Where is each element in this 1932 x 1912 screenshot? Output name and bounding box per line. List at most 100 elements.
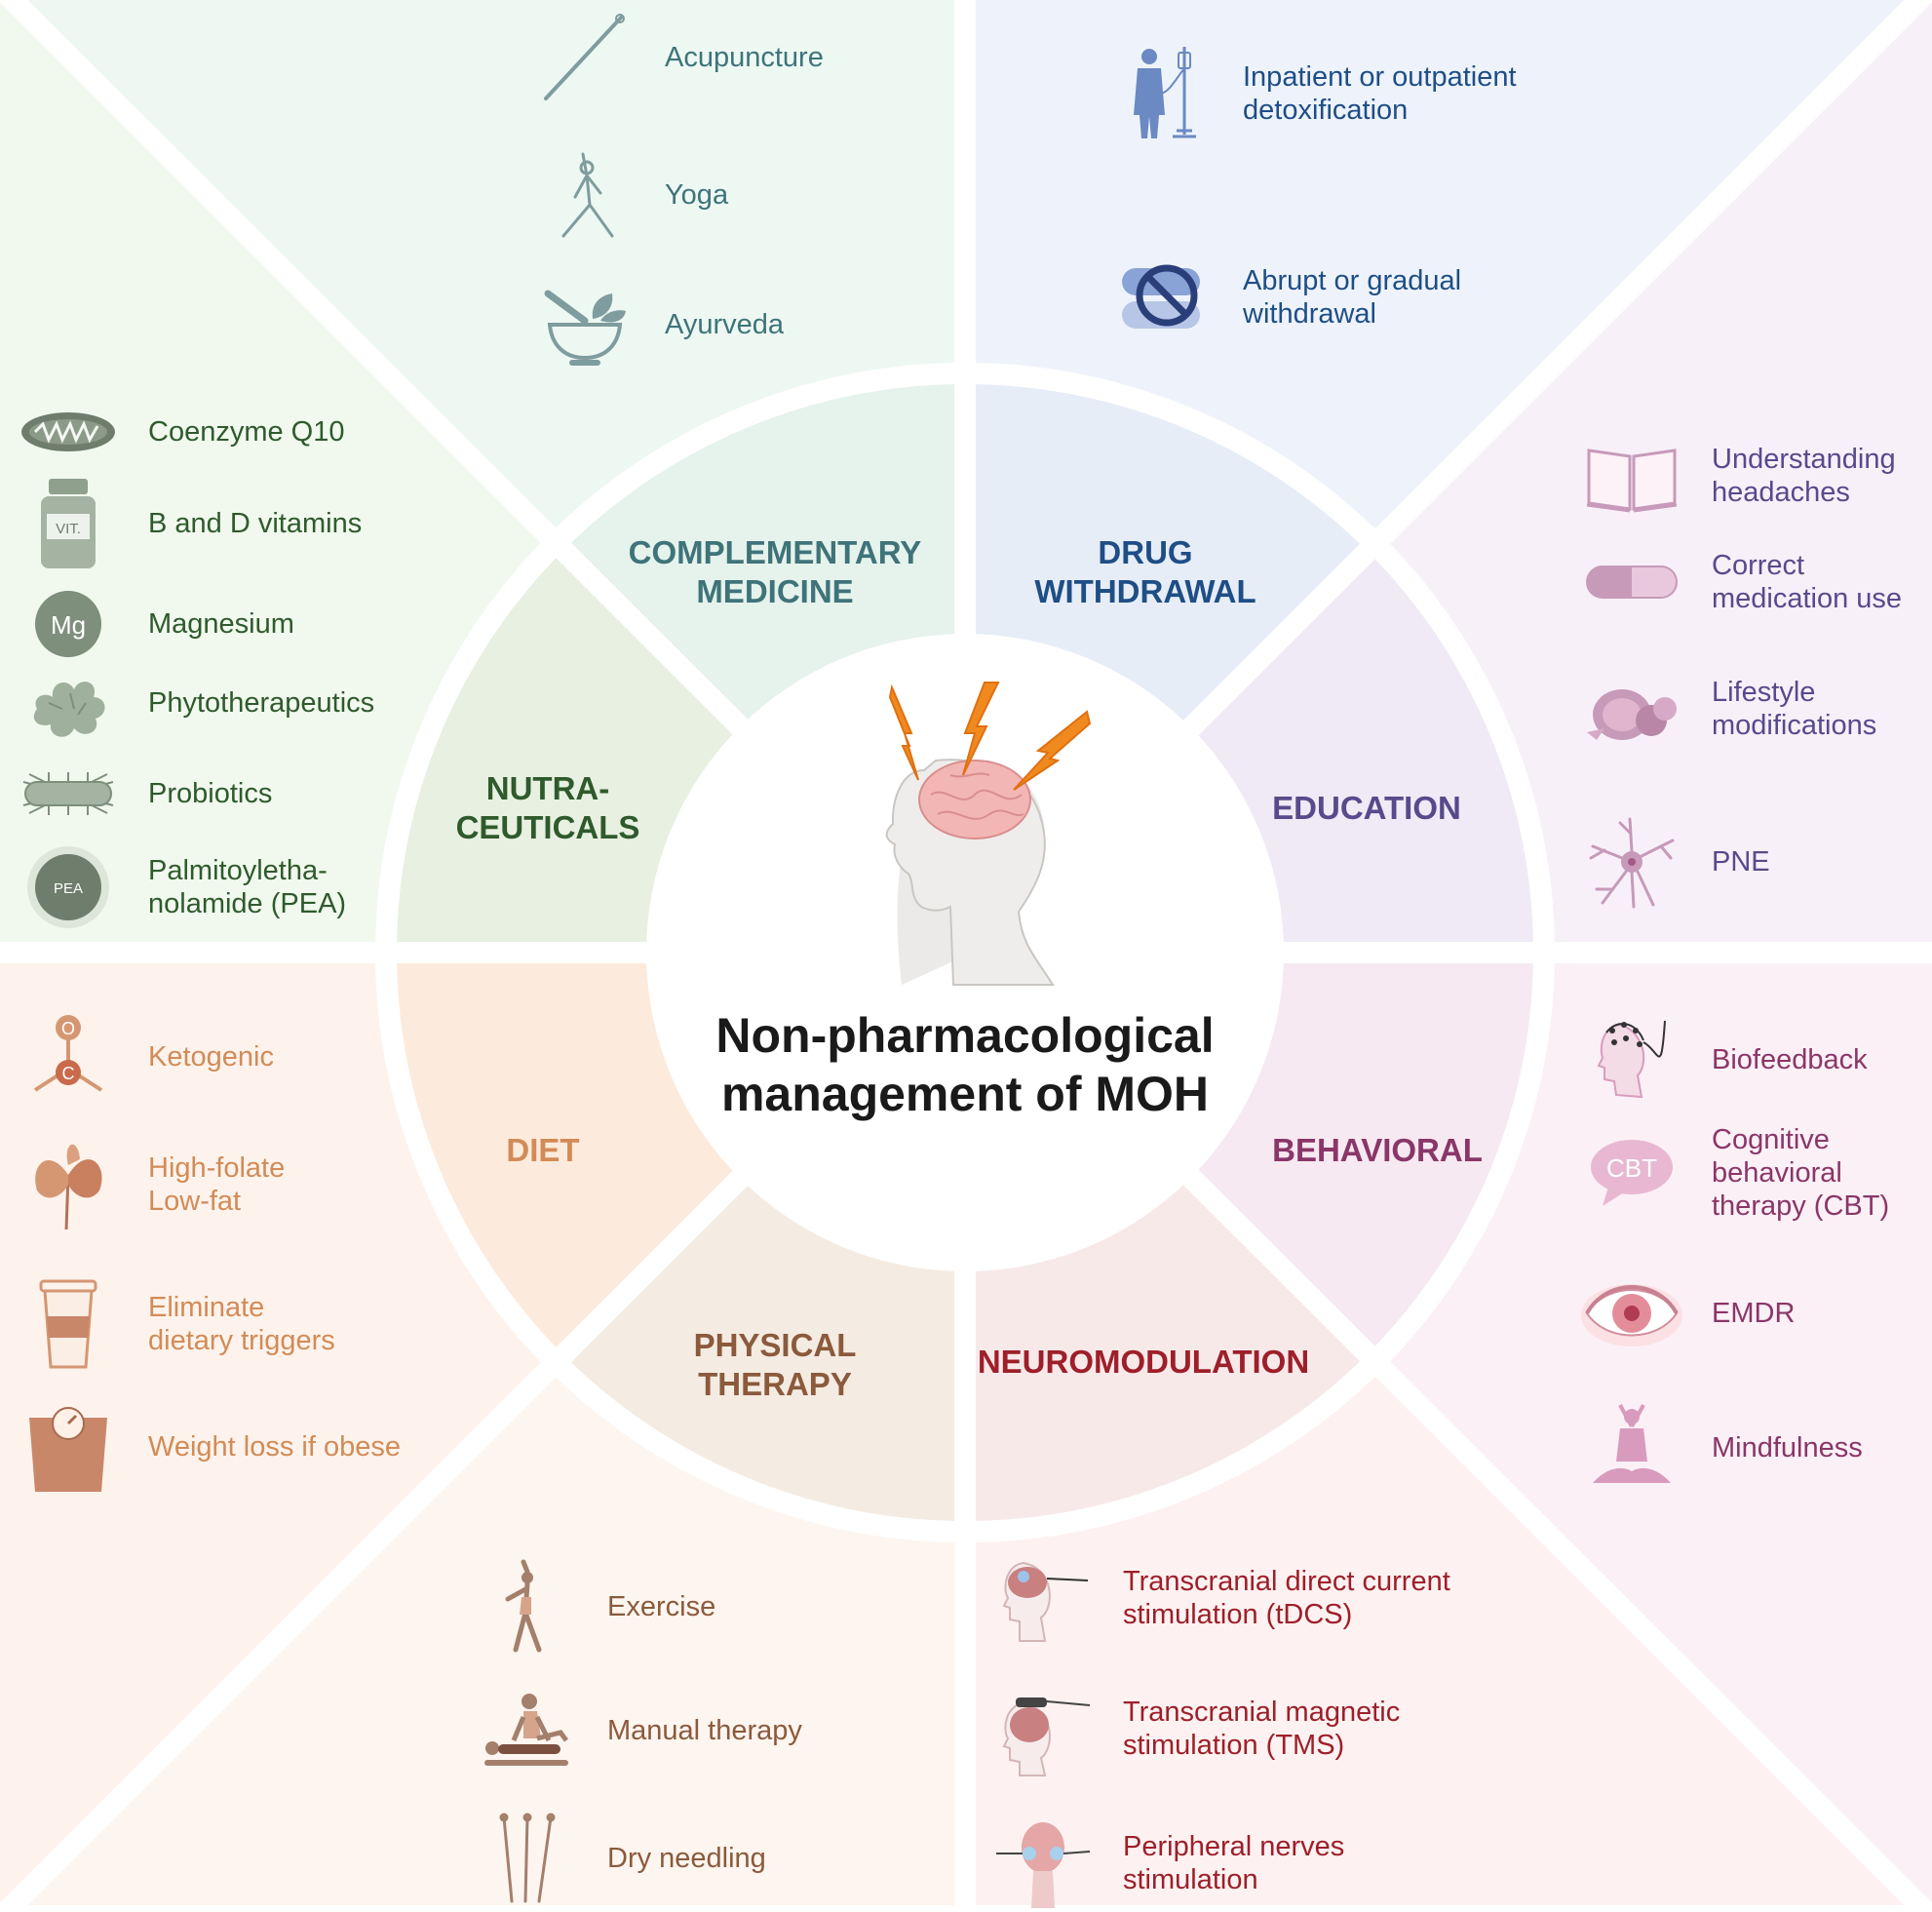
svg-text:C: C (62, 1064, 75, 1083)
bacterium-icon (14, 745, 123, 842)
item-complementary: Yoga (530, 146, 728, 244)
item-physical: Dry needling (473, 1810, 766, 1907)
vitamin-bottle-icon: VIT. (14, 475, 123, 572)
diagram-title: Non-pharmacological management of MOH (715, 1006, 1214, 1123)
item-label: PNE (1712, 845, 1770, 878)
item-label: Dry needling (607, 1842, 766, 1875)
svg-text:CBT: CBT (1606, 1153, 1657, 1183)
item-behavioral: EMDR (1577, 1265, 1795, 1362)
item-nutraceuticals: Probiotics (14, 745, 272, 842)
item-label-line: stimulation (1123, 1864, 1258, 1895)
item-label-line: Peripheral nerves (1123, 1831, 1345, 1862)
item-label-line: High-folate (148, 1152, 286, 1184)
item-label: EMDR (1712, 1297, 1795, 1330)
item-label-line: withdrawal (1243, 298, 1376, 330)
item-label-line: Eliminate (148, 1292, 265, 1323)
item-label-line: Palmitoyletha- (148, 855, 328, 886)
head-with-lightning-icon (885, 682, 1092, 986)
needle-icon (530, 9, 639, 106)
item-label: Biofeedback (1712, 1043, 1868, 1076)
item-label-line: Acupuncture (665, 42, 824, 73)
item-label-line: Probiotics (148, 778, 273, 809)
svg-text:VIT.: VIT. (56, 521, 81, 537)
meditation-icon (1577, 1399, 1686, 1497)
book-icon (1577, 427, 1686, 525)
item-label-line: medication use (1712, 583, 1903, 614)
item-complementary: Ayurveda (530, 276, 784, 373)
item-label-line: Exercise (607, 1591, 716, 1622)
item-label: Exercise (607, 1590, 715, 1623)
item-label-line: nolamide (PEA) (148, 888, 347, 919)
item-label-line: modifications (1712, 710, 1877, 741)
svg-text:PEA: PEA (54, 880, 83, 897)
item-label-line: Cognitive (1712, 1124, 1830, 1155)
item-diet: Weight loss if obese (14, 1398, 401, 1496)
item-nutraceuticals: Phytotherapeutics (14, 654, 374, 752)
category-label-line: PHYSICAL (693, 1327, 857, 1363)
massage-icon (473, 1682, 582, 1779)
item-nutraceuticals: Mg Magnesium (14, 575, 294, 673)
item-label-line: Dry needling (607, 1843, 766, 1874)
category-label-neuromodulation: NEUROMODULATION (978, 1343, 1309, 1382)
item-label-line: Magnesium (148, 608, 294, 640)
item-label: Coenzyme Q10 (148, 415, 345, 449)
item-label-line: Ketogenic (148, 1041, 274, 1073)
item-physical: Exercise (473, 1558, 715, 1656)
coffee-cup-icon (14, 1275, 123, 1373)
item-label-line: Phytotherapeutics (148, 687, 375, 719)
item-label-line: stimulation (TMS) (1123, 1730, 1345, 1761)
item-label-line: dietary triggers (148, 1325, 335, 1356)
item-label-line: Understanding (1712, 444, 1896, 475)
item-label: Magnesium (148, 607, 294, 641)
category-label-behavioral: BEHAVIORAL (1272, 1131, 1483, 1170)
category-label-line: DRUG (1098, 534, 1193, 570)
item-label-line: headaches (1712, 477, 1850, 508)
item-label-line: Inpatient or outpatient (1243, 61, 1517, 93)
item-label-line: Ayurveda (665, 309, 784, 340)
dry-needles-icon (473, 1810, 582, 1907)
item-label-line: Weight loss if obese (148, 1431, 401, 1463)
spinach-icon (14, 1136, 123, 1233)
item-label-line: Transcranial magnetic (1123, 1697, 1401, 1728)
item-label: Ayurveda (665, 308, 784, 341)
category-label-education: EDUCATION (1272, 789, 1461, 828)
item-label: Probiotics (148, 777, 272, 810)
category-label-nutraceuticals: NUTRA-CEUTICALS (456, 769, 640, 847)
svg-text:Mg: Mg (51, 610, 86, 640)
item-label-line: Low-fat (148, 1186, 242, 1217)
item-label: Mindfulness (1712, 1431, 1863, 1464)
item-label: Yoga (665, 178, 728, 212)
category-label-line: MEDICINE (696, 573, 854, 609)
category-label-line: THERAPY (698, 1366, 852, 1402)
item-nutraceuticals: VIT.B and D vitamins (14, 475, 362, 572)
category-label-line: NUTRA- (485, 770, 610, 806)
item-physical: Manual therapy (473, 1682, 802, 1779)
item-label-line: Transcranial direct current (1123, 1566, 1450, 1597)
pea-pill-icon: PEA (14, 839, 123, 936)
item-label-line: therapy (CBT) (1712, 1190, 1890, 1222)
title-line: Non-pharmacological (715, 1008, 1215, 1063)
item-nutraceuticals: PEA Palmitoyletha-nolamide (PEA) (14, 839, 346, 936)
item-label-line: behavioral (1712, 1157, 1842, 1189)
category-label-line: NEUROMODULATION (977, 1344, 1310, 1380)
